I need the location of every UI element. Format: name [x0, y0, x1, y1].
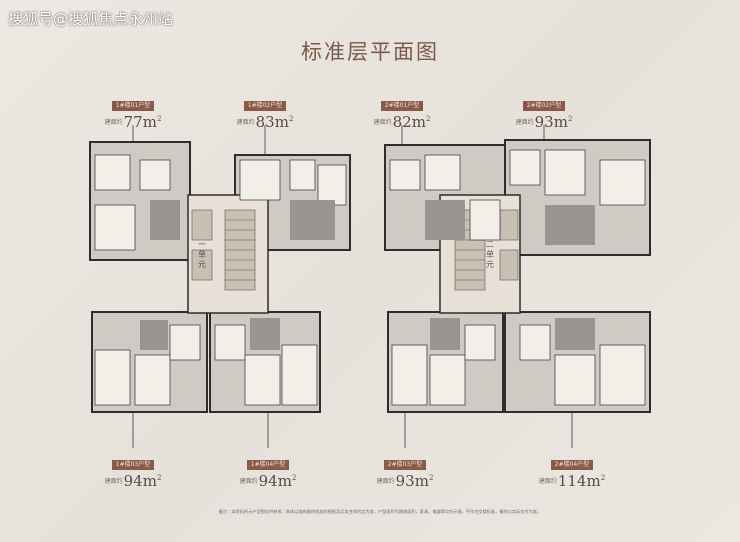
unit-tag: 2#楼02户型: [522, 101, 566, 111]
unit-area: 建面约83m2: [236, 113, 294, 131]
unit-area: 建面约93m2: [376, 472, 434, 490]
watermark: 搜狐号@搜狐焦点永州站: [8, 10, 174, 28]
unit-tag: 2#楼03户型: [383, 460, 427, 470]
unit-area: 建面约93m2: [515, 113, 573, 131]
unit-area: 建面约94m2: [239, 472, 297, 490]
unit-area: 建面约82m2: [373, 113, 431, 131]
unit-label-top-4: 2#楼02户型 建面约93m2: [499, 92, 589, 131]
core-label-unit-1: 一单元: [198, 240, 206, 269]
unit-label-bottom-3: 2#楼03户型 建面约93m2: [360, 451, 450, 490]
unit-tag: 1#楼04户型: [246, 460, 290, 470]
unit-tag: 2#楼01户型: [380, 101, 424, 111]
unit-label-bottom-4: 2#楼04户型 建面约114m2: [527, 451, 617, 490]
unit-tag: 1#楼03户型: [111, 460, 155, 470]
unit-label-bottom-1: 1#楼03户型 建面约94m2: [88, 451, 178, 490]
unit-label-top-1: 1#楼01户型 建面约77m2: [88, 92, 178, 131]
core-label-unit-2: 二单元: [486, 240, 494, 269]
unit-tag: 1#楼01户型: [111, 101, 155, 111]
unit-area: 建面约77m2: [104, 113, 162, 131]
unit-label-top-2: 1#楼02户型 建面约83m2: [220, 92, 310, 131]
page-title: 标准层平面图: [301, 40, 439, 64]
unit-area: 建面约114m2: [538, 472, 606, 490]
unit-label-bottom-2: 1#楼04户型 建面约94m2: [223, 451, 313, 490]
unit-tag: 2#楼04户型: [550, 460, 594, 470]
unit-area: 建面约94m2: [104, 472, 162, 490]
unit-tag: 1#楼02户型: [243, 101, 287, 111]
unit-label-top-3: 2#楼01户型 建面约82m2: [357, 92, 447, 131]
footnote: 备注：本资料所示户型图仅供参考，具体以政府最终批准的图纸及买卖合同约定为准，户型…: [218, 509, 542, 514]
